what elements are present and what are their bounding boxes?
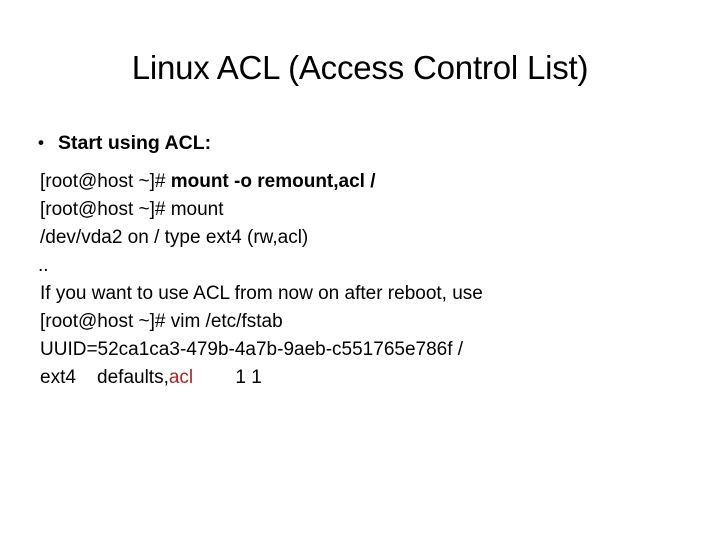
ellipsis-text: .. bbox=[38, 255, 49, 276]
shell-command: mount -o remount,acl / bbox=[170, 171, 376, 192]
reboot-note-line: If you want to use ACL from now on after… bbox=[40, 280, 690, 308]
fstab-acl-option-highlight: acl bbox=[168, 367, 194, 388]
page-title: Linux ACL (Access Control List) bbox=[131, 49, 589, 86]
vim-fstab-command-line: [root@host ~]# vim /etc/fstab bbox=[40, 308, 690, 336]
bullet-marker-icon: • bbox=[38, 133, 44, 152]
fstab-uuid-line: UUID=52ca1ca3-479b-4a7b-9aeb-c551765e786… bbox=[40, 336, 690, 364]
bullet-item-label: Start using ACL: bbox=[58, 132, 212, 154]
mount-output-text: /dev/vda2 on / type ext4 (rw,acl) bbox=[40, 227, 309, 248]
mount-output-line: /dev/vda2 on / type ext4 (rw,acl) bbox=[40, 224, 690, 252]
fstab-options-prefix: ext4 defaults, bbox=[40, 367, 169, 388]
vim-fstab-command-text: [root@host ~]# vim /etc/fstab bbox=[40, 311, 283, 332]
fstab-options-suffix: 1 1 bbox=[193, 367, 262, 388]
mount-command-line: [root@host ~]# mount bbox=[40, 196, 690, 224]
ellipsis-line: .. bbox=[38, 252, 688, 280]
fstab-options-line: ext4 defaults,acl 1 1 bbox=[40, 364, 690, 392]
slide-body: • Start using ACL: [root@host ~]# mount -… bbox=[38, 128, 688, 392]
mount-remount-command-line: [root@host ~]# mount -o remount,acl / bbox=[40, 168, 690, 196]
fstab-uuid-text: UUID=52ca1ca3-479b-4a7b-9aeb-c551765e786… bbox=[40, 339, 464, 360]
bullet-item-start-using-acl: • Start using ACL: bbox=[38, 128, 688, 158]
mount-command-text: [root@host ~]# mount bbox=[40, 199, 224, 220]
shell-prompt: [root@host ~]# bbox=[40, 171, 171, 192]
reboot-note-text: If you want to use ACL from now on after… bbox=[40, 283, 483, 304]
